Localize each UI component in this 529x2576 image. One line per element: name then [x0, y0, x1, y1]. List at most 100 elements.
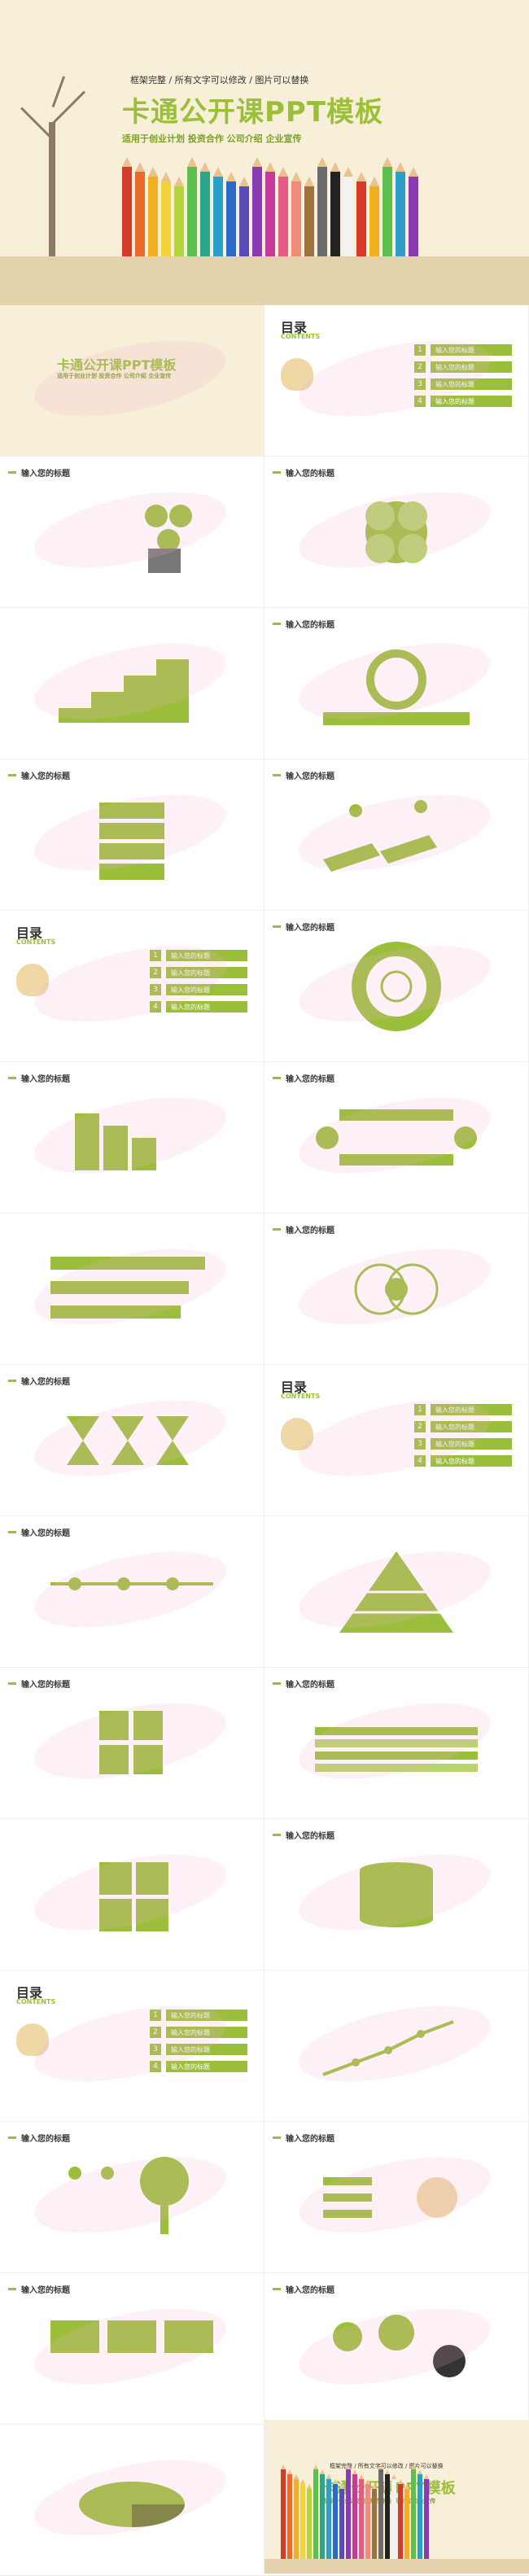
- pencil: [148, 167, 158, 256]
- cover-topline: 框架完整 / 所有文字可以修改 / 图片可以替换: [130, 75, 309, 85]
- slide-venn[interactable]: 输入您的标题: [264, 1214, 529, 1365]
- slide-stairs[interactable]: [0, 608, 264, 759]
- pencil: [265, 162, 275, 256]
- closing-slide: 框架完整 / 所有文字可以修改 / 图片可以替换 卡通公开课PPT模板 适用于创…: [264, 2420, 529, 2574]
- stair-steps: [59, 658, 189, 723]
- pencil: [339, 2484, 344, 2559]
- layer-stack: [99, 802, 164, 880]
- kid-illustration: [281, 358, 313, 391]
- slide-cylinder[interactable]: 输入您的标题: [264, 1819, 529, 1970]
- pencil: [333, 2479, 338, 2559]
- slide-layers[interactable]: 输入您的标题: [0, 759, 264, 911]
- pencil: [369, 177, 379, 256]
- slide-pyramid[interactable]: [264, 1516, 529, 1668]
- pencil: [226, 172, 236, 256]
- slide-flower[interactable]: 输入您的标题: [264, 457, 529, 608]
- pencil: [291, 172, 301, 256]
- tree-icons: [68, 2156, 189, 2234]
- slide-ring[interactable]: 输入您的标题: [264, 911, 529, 1062]
- slide-progress[interactable]: [0, 1214, 264, 1365]
- pencil: [356, 172, 366, 256]
- pencil: [330, 162, 340, 256]
- slide-content-hand[interactable]: 输入您的标题: [0, 457, 264, 608]
- slide-timeline[interactable]: 输入您的标题: [0, 1516, 264, 1668]
- slide-arrows[interactable]: 输入您的标题: [264, 1062, 529, 1214]
- pencil-row: [122, 151, 513, 256]
- pencil: [174, 177, 184, 256]
- flower-diagram: [365, 501, 427, 563]
- cover-title: 卡通公开课PPT模板: [122, 96, 384, 129]
- pencil: [252, 157, 262, 256]
- pencil: [135, 162, 145, 256]
- pencil: [424, 2474, 429, 2559]
- slide-road[interactable]: 输入您的标题: [264, 759, 529, 911]
- hand-icons: [145, 504, 192, 573]
- pencil: [122, 157, 132, 256]
- pencil: [346, 2464, 351, 2559]
- pencil: [300, 2479, 305, 2559]
- toc-contents: CONTENTS: [281, 333, 321, 340]
- slide-puzzle[interactable]: [0, 1819, 264, 1970]
- line-chart: [322, 2019, 454, 2076]
- slide-cover-mini[interactable]: 卡通公开课PPT模板 适用于创业计划 投资合作 公司介绍 企业宣传: [0, 305, 264, 457]
- pencil: [326, 2474, 331, 2559]
- pencil: [378, 2464, 383, 2559]
- slide-blocks[interactable]: 输入您的标题: [0, 1062, 264, 1214]
- pencil: [409, 167, 418, 256]
- slide-vision[interactable]: 输入您的标题: [264, 608, 529, 759]
- pencil: [365, 2479, 370, 2559]
- ring-diagram: [352, 941, 441, 1031]
- toc-title: 目录: [281, 320, 308, 335]
- slide-tree[interactable]: 输入您的标题: [0, 2122, 264, 2273]
- badges: [333, 2314, 466, 2377]
- pencil: [313, 2464, 318, 2559]
- slide-badges[interactable]: 输入您的标题: [264, 2273, 529, 2425]
- slide-people[interactable]: 输入您的标题: [264, 2122, 529, 2273]
- block-steps: [75, 1113, 156, 1170]
- tree-illustration: [16, 24, 90, 260]
- pencil: [383, 157, 392, 256]
- pencil: [398, 2479, 403, 2559]
- cover-subtitle: 适用于创业计划 投资合作 公司介绍 企业宣传: [122, 133, 302, 144]
- slide-grid: 卡通公开课PPT模板 适用于创业计划 投资合作 公司介绍 企业宣传 目录 CON…: [0, 305, 529, 2576]
- pencil: [307, 2484, 312, 2559]
- pencil: [200, 162, 210, 256]
- people-illustration: [323, 2176, 457, 2218]
- ground: [0, 256, 529, 305]
- venn-diagram: [354, 1263, 439, 1314]
- arrow-bars: [316, 1109, 477, 1166]
- slide-cards[interactable]: 输入您的标题: [0, 2273, 264, 2425]
- vision-circle: [323, 649, 470, 725]
- progress-bars: [50, 1256, 205, 1319]
- pencil: [404, 2484, 409, 2559]
- pencil: [213, 167, 223, 256]
- road-blocks: [323, 799, 437, 872]
- pencil: [317, 157, 327, 256]
- slide-hourglass[interactable]: 输入您的标题: [0, 1365, 264, 1516]
- slide-3d-pie[interactable]: [0, 2425, 264, 2576]
- pencil: [372, 2484, 377, 2559]
- pencil: [278, 167, 288, 256]
- pencil: [385, 2469, 390, 2559]
- pencil: [391, 2474, 396, 2559]
- pencil: [320, 2469, 325, 2559]
- pencil: [343, 167, 353, 256]
- quad-tiles: [99, 1710, 163, 1774]
- pencil: [359, 2474, 364, 2559]
- slide-quad[interactable]: 输入您的标题: [0, 1668, 264, 1819]
- card-row: [50, 2320, 213, 2353]
- pencil: [187, 157, 197, 256]
- pencil: [239, 177, 249, 256]
- pencil: [294, 2474, 299, 2559]
- pencil: [281, 2464, 286, 2559]
- slide-table[interactable]: 输入您的标题: [264, 1668, 529, 1819]
- puzzle: [99, 1861, 168, 1931]
- slide-line[interactable]: [264, 1970, 529, 2122]
- cylinder-stack: [360, 1861, 433, 1927]
- pencil: [396, 162, 405, 256]
